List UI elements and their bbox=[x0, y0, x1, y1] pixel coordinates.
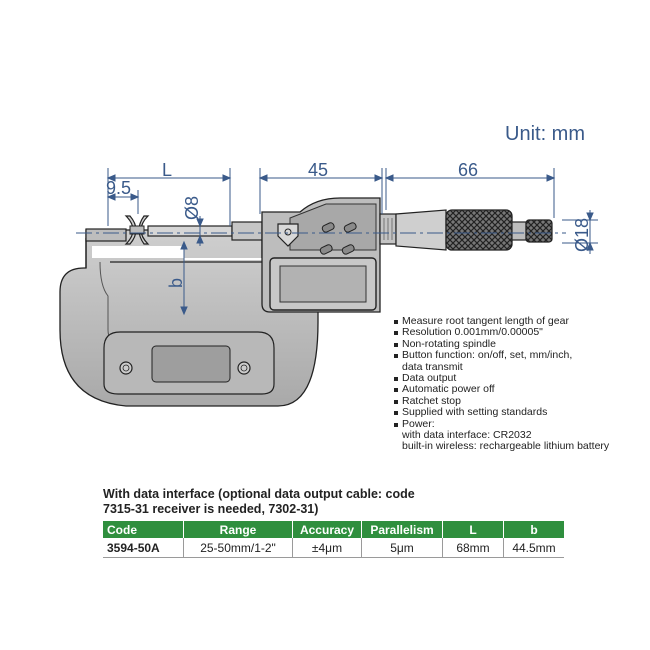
ratchet-knurl bbox=[525, 219, 553, 243]
feature-item: Supplied with setting standards bbox=[394, 406, 609, 418]
cell-b: 44.5mm bbox=[503, 538, 564, 558]
button-1 bbox=[321, 222, 335, 233]
cell-parallelism: 5μm bbox=[361, 538, 443, 558]
dim-9-5: 9.5 bbox=[106, 178, 131, 198]
disc-anvil-right bbox=[138, 215, 150, 245]
cell-accuracy: ±4μm bbox=[292, 538, 362, 558]
screw-left-icon bbox=[119, 361, 133, 375]
dim-L: L bbox=[162, 160, 172, 180]
button-4 bbox=[341, 244, 355, 255]
feature-item: Ratchet stop bbox=[394, 395, 609, 407]
feature-item: Resolution 0.001mm/0.00005" bbox=[394, 326, 609, 338]
feature-item: Power: bbox=[394, 418, 609, 430]
header-L: L bbox=[442, 521, 504, 538]
feature-item: Button function: on/off, set, mm/inch, bbox=[394, 349, 609, 361]
screw-right-icon bbox=[237, 361, 251, 375]
table-row: 3594-50A 25-50mm/1-2" ±4μm 5μm 68mm 44.5… bbox=[103, 538, 564, 558]
feature-item: data transmit bbox=[402, 360, 463, 373]
data-interface-note: With data interface (optional data outpu… bbox=[103, 487, 415, 516]
dim-dia18: Ø18 bbox=[572, 218, 592, 252]
feature-item: Non-rotating spindle bbox=[394, 338, 609, 350]
header-parallelism: Parallelism bbox=[361, 521, 443, 538]
feature-item: Data output bbox=[394, 372, 609, 384]
feature-item: Measure root tangent length of gear bbox=[394, 315, 609, 327]
cell-code: 3594-50A bbox=[103, 538, 184, 558]
cell-range: 25-50mm/1-2" bbox=[183, 538, 293, 558]
unit-label: Unit: mm bbox=[505, 123, 585, 145]
spindle bbox=[147, 225, 233, 237]
dim-66: 66 bbox=[458, 160, 478, 180]
thimble-knurl bbox=[445, 209, 513, 251]
spec-table: Code Range Accuracy Parallelism L b 3594… bbox=[103, 521, 564, 558]
button-2 bbox=[343, 222, 357, 233]
header-b: b bbox=[503, 521, 564, 538]
feature-item: Automatic power off bbox=[394, 384, 609, 395]
feature-item: built-in wireless: rechargeable lithium … bbox=[402, 440, 610, 453]
spec-table-header: Code Range Accuracy Parallelism L b bbox=[103, 521, 564, 538]
feature-item: with data interface: CR2032 bbox=[402, 429, 532, 442]
button-3 bbox=[319, 244, 333, 255]
dim-b: b bbox=[166, 278, 186, 288]
header-range: Range bbox=[183, 521, 293, 538]
dim-45: 45 bbox=[308, 160, 328, 180]
header-accuracy: Accuracy bbox=[292, 521, 362, 538]
dim-dia8: Ø8 bbox=[182, 196, 202, 220]
disc-anvil-left bbox=[124, 215, 137, 245]
header-code: Code bbox=[103, 521, 184, 538]
cell-L: 68mm bbox=[442, 538, 504, 558]
